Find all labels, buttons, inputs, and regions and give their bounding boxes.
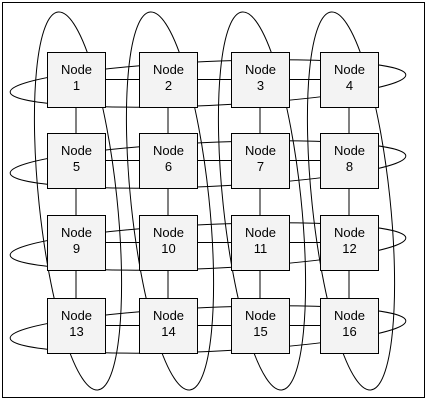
node-number: 12	[342, 241, 356, 256]
node-label: Node	[334, 225, 365, 240]
column-ring-1	[33, 11, 123, 391]
column-ring-2	[125, 11, 215, 391]
node-number: 4	[346, 78, 353, 93]
row-ring-4	[9, 305, 407, 354]
node-box	[139, 52, 198, 108]
column-ring-3	[217, 11, 307, 391]
node-label: Node	[61, 62, 92, 77]
node-number: 14	[161, 324, 175, 339]
node-box	[47, 298, 106, 354]
node-box	[320, 298, 379, 354]
row-ring-3	[9, 222, 407, 271]
node-label: Node	[61, 143, 92, 158]
node-label: Node	[245, 225, 276, 240]
node-label: Node	[334, 308, 365, 323]
node-number: 13	[69, 324, 83, 339]
node-box	[47, 133, 106, 189]
node-box	[139, 298, 198, 354]
row-ring-2	[9, 140, 407, 189]
horizontal-rings	[9, 59, 407, 354]
node-box	[231, 52, 290, 108]
node-number: 2	[165, 78, 172, 93]
node-number: 9	[73, 241, 80, 256]
node-label: Node	[245, 62, 276, 77]
node-box	[139, 215, 198, 271]
node-label: Node	[245, 143, 276, 158]
node-number: 3	[257, 78, 264, 93]
node-box	[139, 133, 198, 189]
node-number: 1	[73, 78, 80, 93]
node-number: 5	[73, 159, 80, 174]
node-number: 11	[254, 241, 268, 256]
nodes: Node1Node2Node3Node4Node5Node6Node7Node8…	[47, 52, 379, 354]
column-ring-4	[306, 11, 396, 391]
node-label: Node	[153, 143, 184, 158]
node-number: 16	[342, 324, 356, 339]
node-label: Node	[334, 62, 365, 77]
node-label: Node	[61, 225, 92, 240]
node-box	[47, 52, 106, 108]
node-label: Node	[61, 308, 92, 323]
node-label: Node	[153, 225, 184, 240]
node-box	[320, 52, 379, 108]
node-box	[320, 133, 379, 189]
node-label: Node	[153, 308, 184, 323]
node-label: Node	[334, 143, 365, 158]
node-label: Node	[153, 62, 184, 77]
node-box	[47, 215, 106, 271]
node-box	[231, 133, 290, 189]
node-box	[231, 298, 290, 354]
node-label: Node	[245, 308, 276, 323]
node-number: 6	[165, 159, 172, 174]
node-box	[320, 215, 379, 271]
node-box	[231, 215, 290, 271]
row-ring-1	[9, 59, 407, 108]
node-links	[75, 79, 350, 326]
node-number: 15	[253, 324, 267, 339]
node-number: 10	[161, 241, 175, 256]
node-number: 7	[257, 159, 264, 174]
node-number: 8	[346, 159, 353, 174]
vertical-rings	[33, 11, 396, 391]
